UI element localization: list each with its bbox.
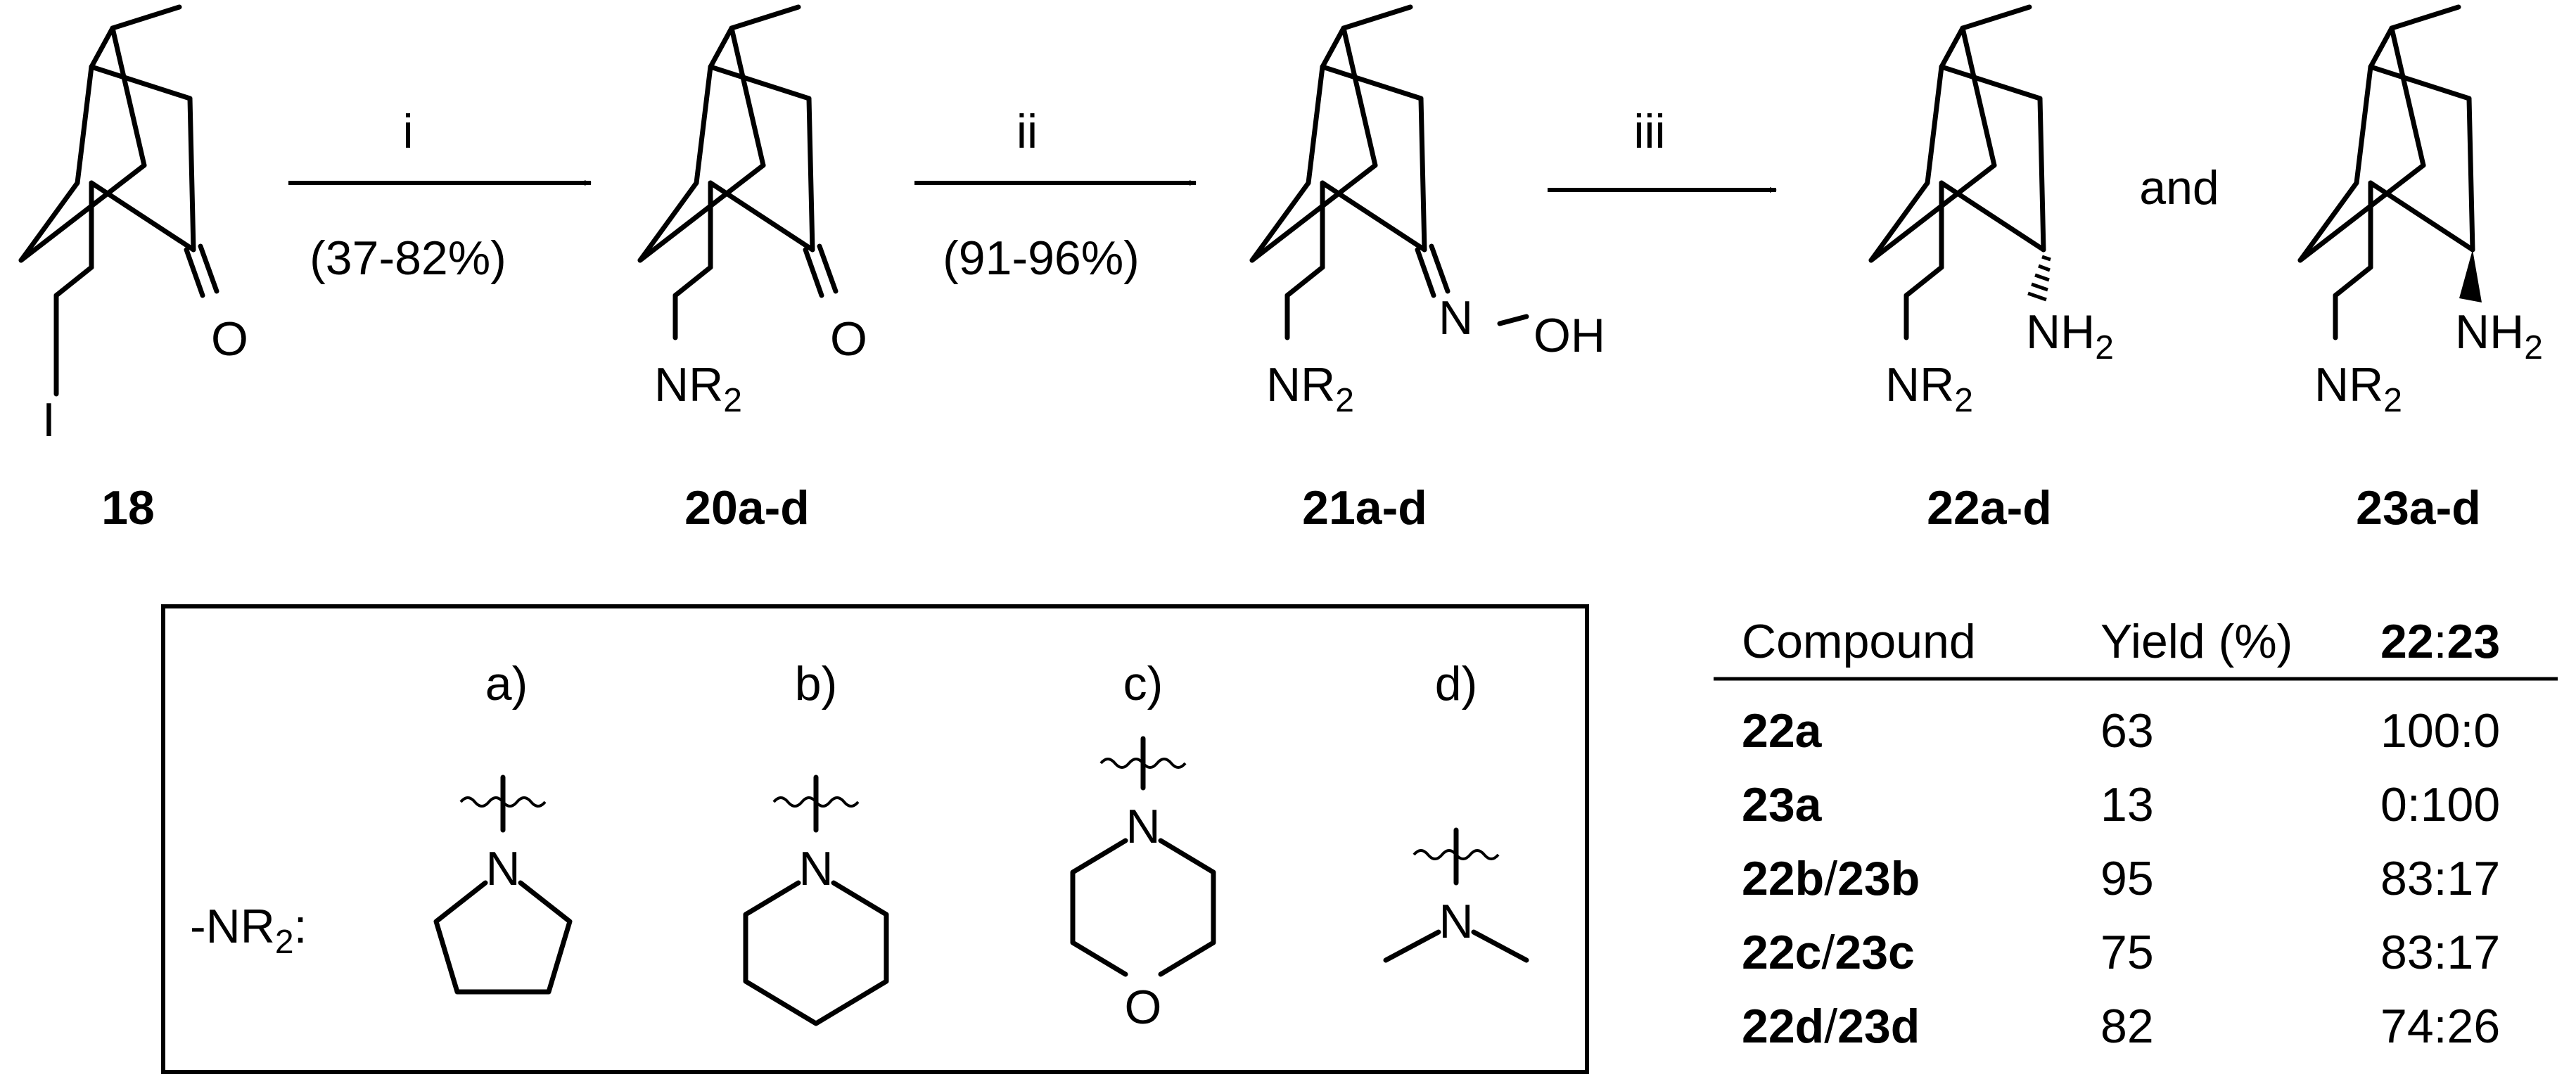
table-row: 22d/23d 82 74:26 [1742, 1000, 2500, 1053]
compound-22-structure [1868, 4, 2051, 340]
table-cell-compound: 22b/23b [1742, 852, 1920, 905]
yield-label-i: (37-82%) [310, 231, 506, 285]
compound-label-18: 18 [101, 481, 155, 535]
table-cell-ratio: 74:26 [2380, 1000, 2500, 1053]
substituent-label-d: d) [1435, 657, 1477, 710]
nr2-prefix: -NR2: [190, 900, 307, 961]
atom-oxygen-20: O [830, 312, 867, 366]
results-table: Compound Yield (%) 22:23 22a 63 100:0 23… [1714, 615, 2558, 1053]
compound-21-structure [1249, 4, 1529, 340]
oxime-nitrogen: N [1439, 291, 1473, 345]
compound-label-22: 22a-d [1927, 481, 2052, 535]
morpholine-structure [1070, 736, 1216, 977]
substituent-label-b: b) [795, 657, 837, 710]
dimethylamine-nitrogen: N [1439, 895, 1473, 948]
step-label-iii: iii [1633, 105, 1665, 158]
table-cell-ratio: 83:17 [2380, 926, 2500, 979]
compound-label-23: 23a-d [2356, 481, 2481, 535]
oxime-hydroxyl: OH [1534, 309, 1605, 362]
nr2-label-23: NR2 [2314, 358, 2402, 419]
substituent-label-a: a) [485, 657, 528, 710]
compound-18-structure [18, 4, 219, 397]
table-header-compound: Compound [1742, 615, 1976, 668]
table-cell-compound: 22d/23d [1742, 1000, 1920, 1053]
table-row: 22c/23c 75 83:17 [1742, 926, 2500, 979]
table-row: 22a 63 100:0 [1742, 704, 2500, 758]
table-header-ratio: 22:23 [2380, 615, 2500, 668]
connector-and: and [2139, 161, 2219, 215]
nr2-label-20: NR2 [654, 358, 742, 419]
morpholine-oxygen: O [1125, 981, 1162, 1034]
amine-label-22: NH2 [2026, 305, 2114, 366]
nr2-label-22: NR2 [1885, 358, 1973, 419]
piperidine-nitrogen: N [798, 842, 833, 895]
pyrrolidine-nitrogen: N [485, 842, 520, 895]
table-cell-ratio: 100:0 [2380, 704, 2500, 758]
nr2-label-21: NR2 [1266, 358, 1354, 419]
amine-label-23: NH2 [2455, 305, 2543, 366]
piperidine-structure [743, 774, 889, 1026]
table-row: 22b/23b 95 83:17 [1742, 852, 2500, 905]
table-row: 23a 13 0:100 [1742, 778, 2500, 831]
compound-label-20: 20a-d [684, 481, 810, 535]
step-label-ii: ii [1016, 105, 1038, 158]
compound-23-structure [2297, 4, 2482, 340]
table-cell-yield: 95 [2100, 852, 2154, 905]
pyrrolidine-structure [433, 774, 573, 995]
yield-label-ii: (91-96%) [943, 231, 1140, 285]
morpholine-nitrogen: N [1126, 800, 1160, 853]
compound-label-21: 21a-d [1302, 481, 1427, 535]
atom-oxygen-18: O [211, 312, 248, 366]
table-cell-yield: 82 [2100, 1000, 2154, 1053]
atom-iodine: I [42, 393, 56, 447]
table-cell-compound: 23a [1742, 778, 1823, 831]
substituent-label-c: c) [1123, 657, 1163, 710]
dimethylamine-structure [1383, 827, 1529, 963]
table-cell-compound: 22c/23c [1742, 926, 1915, 979]
table-cell-yield: 13 [2100, 778, 2154, 831]
table-cell-ratio: 0:100 [2380, 778, 2500, 831]
table-header-yield: Yield (%) [2100, 615, 2293, 668]
table-cell-ratio: 83:17 [2380, 852, 2500, 905]
substituent-box [161, 604, 1589, 1074]
table-cell-yield: 75 [2100, 926, 2154, 979]
step-label-i: i [402, 105, 413, 158]
table-cell-yield: 63 [2100, 704, 2154, 758]
table-cell-compound: 22a [1742, 704, 1823, 758]
compound-20-structure [637, 4, 839, 340]
